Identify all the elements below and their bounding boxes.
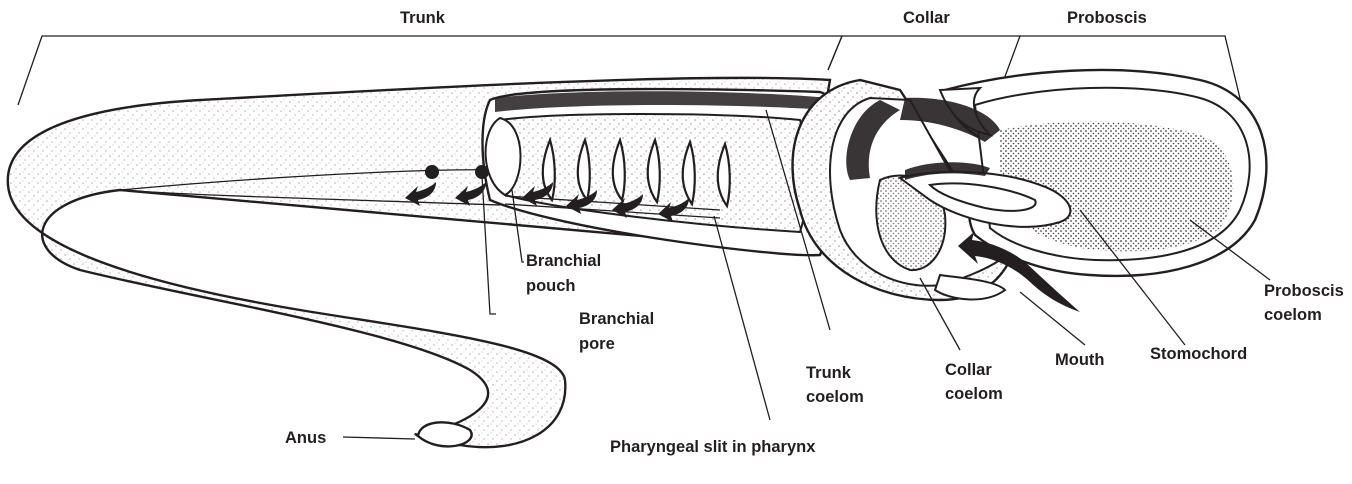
label-branchial-pore-line2: pore <box>579 335 615 353</box>
label-trunk: Trunk <box>400 9 446 27</box>
label-collar: Collar <box>903 9 950 27</box>
label-branchial-pore-line1: Branchial <box>579 310 654 328</box>
label-collar-coelom-line2: coelom <box>945 385 1003 403</box>
label-proboscis: Proboscis <box>1067 9 1147 27</box>
label-proboscis-coelom-line1: Proboscis <box>1264 282 1344 300</box>
label-pharyngeal-slit: Pharyngeal slit in pharynx <box>610 438 816 456</box>
label-collar-coelom-line1: Collar <box>945 361 992 379</box>
label-proboscis-coelom-line2: coelom <box>1264 306 1322 324</box>
label-trunk-coelom-line1: Trunk <box>806 364 852 382</box>
label-anus: Anus <box>285 429 326 447</box>
label-mouth: Mouth <box>1055 351 1104 369</box>
label-trunk-coelom-line2: coelom <box>806 388 864 406</box>
label-branchial-pouch-line2: pouch <box>526 277 576 295</box>
pharynx-region <box>483 89 843 255</box>
label-branchial-pouch-line1: Branchial <box>526 252 601 270</box>
label-stomochord: Stomochord <box>1150 345 1247 363</box>
